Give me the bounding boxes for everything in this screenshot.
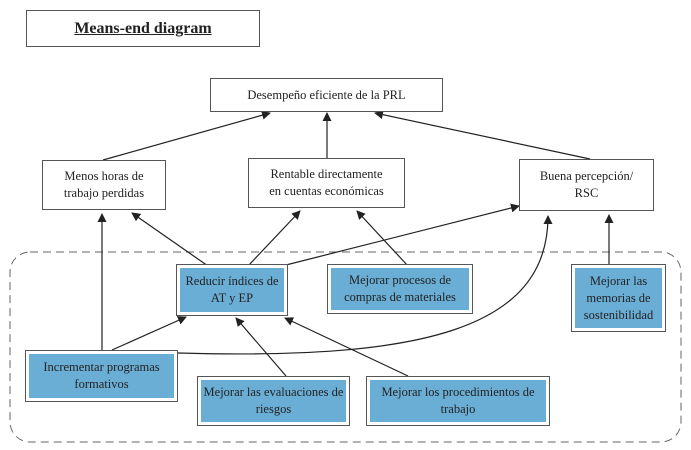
arrow-procedimientos-to-reducir <box>284 317 409 377</box>
node-mejorar-memorias-line2: memorias de <box>586 290 651 305</box>
node-mejorar-evaluaciones: Mejorar las evaluaciones de riesgos <box>197 376 350 426</box>
node-mejorar-compras: Mejorar procesos de compras de materiale… <box>327 264 473 314</box>
node-mejorar-compras-line2: compras de materiales <box>344 290 456 304</box>
diagram-title-box: Means-end diagram <box>26 10 260 47</box>
arrow-menos-horas-to-desempeno <box>102 110 271 161</box>
node-mejorar-procedimientos-line2: de trabajo <box>440 385 535 416</box>
node-menos-horas-line1: Menos horas de <box>64 169 144 183</box>
node-menos-horas: Menos horas de trabajo perdidas <box>42 160 166 210</box>
arrow-incrementar-to-reducir <box>111 316 187 351</box>
node-mejorar-memorias-line1: Mejorar las <box>589 273 648 288</box>
arrow-incrementar-to-buena-percepcion <box>177 215 553 355</box>
node-rentable: Rentable directamente en cuentas económi… <box>248 158 405 208</box>
node-reducir: Reducir índices de AT y EP <box>176 264 288 316</box>
node-buena-percepcion-line2: RSC <box>574 186 599 200</box>
node-mejorar-evaluaciones-line2: evaluaciones de riesgos <box>255 385 344 416</box>
node-mejorar-memorias: Mejorar las memorias de sostenibilidad <box>571 264 666 332</box>
arrow-evaluaciones-to-reducir <box>235 317 287 377</box>
node-incrementar-line2: programas formativos <box>74 360 160 391</box>
arrow-reducir-to-menos-horas <box>131 212 209 267</box>
means-region-dashed-border <box>9 251 682 443</box>
node-mejorar-procedimientos: Mejorar los procedimientos de trabajo <box>366 376 550 426</box>
node-desempeno-label: Desempeño eficiente de la PRL <box>247 87 406 102</box>
arrow-compras-to-rentable <box>356 210 409 267</box>
node-mejorar-evaluaciones-line1: Mejorar las <box>203 385 261 399</box>
node-menos-horas-line2: trabajo perdidas <box>63 186 145 200</box>
arrow-buena-percepcion-to-desempeno <box>374 110 591 160</box>
diagram-title: Means-end diagram <box>74 19 212 37</box>
node-mejorar-compras-line1: Mejorar procesos de <box>348 273 452 287</box>
node-mejorar-procedimientos-line1: Mejorar los procedimientos <box>381 385 520 399</box>
node-incrementar-line1: Incrementar <box>43 360 104 374</box>
node-reducir-line2: de AT y EP <box>210 274 279 305</box>
node-incrementar: Incrementar programas formativos <box>25 350 178 402</box>
arrow-reducir-to-rentable <box>247 210 301 267</box>
node-rentable-line2: en cuentas económicas <box>269 184 384 198</box>
arrow-reducir-to-buena-percepcion <box>281 203 520 267</box>
node-mejorar-memorias-line3: sostenibilidad <box>583 307 654 322</box>
node-rentable-line1: Rentable directamente <box>270 167 383 181</box>
node-desempeno: Desempeño eficiente de la PRL <box>210 78 443 112</box>
node-buena-percepcion: Buena percepción/ RSC <box>519 159 654 211</box>
node-buena-percepcion-line1: Buena percepción/ <box>539 169 634 183</box>
node-reducir-line1: Reducir índices <box>185 274 264 288</box>
